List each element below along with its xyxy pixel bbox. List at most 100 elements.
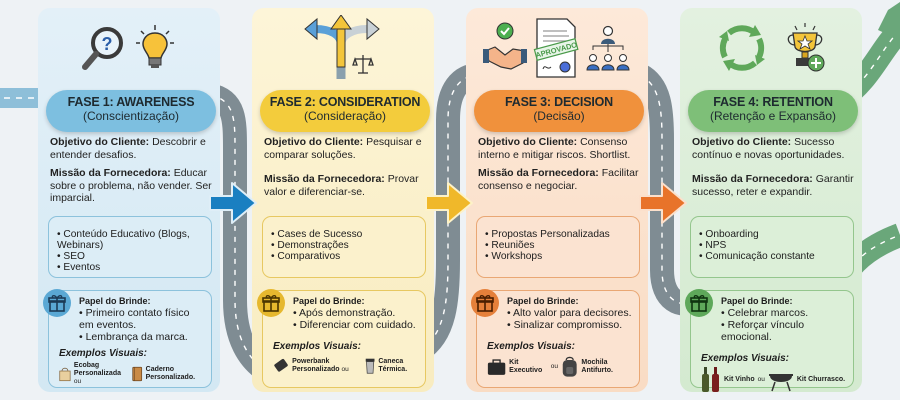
gift-icon — [685, 289, 713, 317]
gift-icon — [257, 289, 285, 317]
tactic-item: SEO — [57, 251, 203, 262]
phase-title: FASE 1: AWARENESS — [67, 95, 195, 109]
objective-label: Objetivo do Cliente: — [692, 136, 792, 148]
phase-4-icons — [680, 12, 862, 84]
gift-role-item: Diferenciar com cuidado. — [293, 319, 419, 331]
notebook-icon — [132, 366, 143, 382]
mission-text: Educar sobre o problema, não vender. Ser… — [50, 167, 212, 204]
phase-1-description: Objetivo do Cliente: Descobrir e entende… — [50, 136, 216, 211]
phase-3-description: Objetivo do Cliente: Consenso interno e … — [478, 136, 644, 198]
tactic-item: Eventos — [57, 262, 203, 273]
phase-title: FASE 2: CONSIDERATION — [269, 95, 421, 109]
phase-1-tactics: Conteúdo Educativo (Blogs, Webinars) SEO… — [48, 216, 212, 278]
svg-text:?: ? — [102, 34, 113, 54]
phase-1-icons: ? — [38, 12, 220, 84]
example-a: Powerbank Personalizado — [292, 358, 340, 373]
objective-label: Objetivo do Cliente: — [264, 136, 364, 148]
org-chart-icon — [586, 25, 630, 71]
gift-role-title: Papel do Brinde: — [507, 296, 579, 306]
arrow-phase1-to-phase2-icon — [209, 182, 257, 224]
mission-text: Garantir sucesso, reter e expandir. — [692, 173, 854, 198]
example-b: Caneca Térmica. — [378, 358, 408, 373]
phase-subtitle: (Decisão) — [533, 109, 585, 123]
tactic-item: Comunicação constante — [699, 251, 845, 262]
phase-3-panel: APROVADO FASE 3: DECISION (Decisão) Obje… — [466, 8, 648, 392]
phase-4-gift-box: Papel do Brinde: Celebrar marcos. Reforç… — [685, 289, 854, 392]
arrow-phase2-to-phase3-icon — [425, 182, 473, 224]
mission-label: Missão da Fornecedora: — [478, 167, 599, 179]
phase-2-header: FASE 2: CONSIDERATION (Consideração) — [260, 90, 430, 132]
crossroads-arrows-icon — [304, 15, 380, 79]
gift-role-item: Reforçar vínculo emocional. — [721, 319, 847, 343]
tactic-item: Conteúdo Educativo (Blogs, Webinars) — [57, 229, 203, 251]
tactic-item: Comparativos — [271, 251, 417, 262]
examples-title: Exemplos Visuais: — [487, 341, 575, 352]
phase-subtitle: (Consideração) — [303, 109, 387, 123]
phase-3-tactics: Propostas Personalizadas Reuniões Worksh… — [476, 216, 640, 278]
phase-title: FASE 4: RETENTION — [713, 95, 833, 109]
handshake-check-icon — [483, 22, 527, 70]
arrow-phase3-to-phase4-icon — [639, 182, 687, 224]
phase-4-header: FASE 4: RETENTION (Retenção e Expansão) — [688, 90, 858, 132]
example-a: Kit Executivo — [509, 359, 543, 374]
gift-role-title: Papel do Brinde: — [721, 296, 793, 306]
phase-1-gift-box: Papel do Brinde: Primeiro contato físico… — [43, 289, 212, 388]
phase-subtitle: (Retenção e Expansão) — [709, 109, 837, 123]
briefcase-icon — [487, 359, 506, 375]
objective-label: Objetivo do Cliente: — [478, 136, 578, 148]
gift-role-title: Papel do Brinde: — [79, 296, 151, 306]
tactic-item: Demonstrações — [271, 240, 417, 251]
mission-label: Missão da Fornecedora: — [264, 173, 385, 185]
gift-role-item: Lembrança da marca. — [79, 331, 205, 343]
magnifier-question-icon: ? — [82, 27, 123, 70]
phase-2-tactics: Cases de Sucesso Demonstrações Comparati… — [262, 216, 426, 278]
objective-text: Pesquisar e comparar soluções. — [264, 136, 422, 161]
mission-label: Missão da Fornecedora: — [50, 167, 171, 179]
gift-role-item: Após demonstração. — [293, 307, 419, 319]
gift-icon — [471, 289, 499, 317]
tactic-item: Workshops — [485, 251, 631, 262]
example-b: Kit Churrasco. — [796, 376, 846, 383]
phase-subtitle: (Conscientização) — [82, 109, 180, 123]
example-a: Kit Vinho — [724, 376, 755, 383]
example-b: Mochila Antifurto. — [581, 359, 613, 374]
gift-role-item: Alto valor para decisores. — [507, 307, 633, 319]
thermal-mug-icon — [365, 358, 375, 374]
trophy-plus-icon — [787, 23, 825, 72]
tactic-item: Reuniões — [485, 240, 631, 251]
phase-4-description: Objetivo do Cliente: Sucesso contínuo e … — [692, 136, 858, 204]
phase-2-icons — [252, 12, 434, 84]
mission-text: Facilitar consenso e negociar. — [478, 167, 639, 192]
cycle-arrows-icon — [719, 25, 765, 71]
phase-3-icons: APROVADO — [466, 12, 648, 84]
backpack-icon — [562, 356, 577, 377]
example-a: Ecobag Personalizada — [73, 362, 121, 377]
ecobag-icon — [59, 367, 71, 382]
tactic-item: Propostas Personalizadas — [485, 229, 631, 240]
gift-icon — [43, 289, 71, 317]
tactic-item: Cases de Sucesso — [271, 229, 417, 240]
connector-text: ou — [757, 376, 765, 383]
mission-label: Missão da Fornecedora: — [692, 173, 813, 185]
phase-3-header: FASE 3: DECISION (Decisão) — [474, 90, 644, 132]
phase-3-gift-box: Papel do Brinde: Alto valor para decisor… — [471, 289, 640, 388]
phase-1-header: FASE 1: AWARENESS (Conscientização) — [46, 90, 216, 132]
examples-title: Exemplos Visuais: — [273, 341, 361, 352]
phase-4-tactics: Onboarding NPS Comunicação constante — [690, 216, 854, 278]
connector-text: ou — [550, 363, 559, 370]
objective-text: Consenso interno e mitigar riscos. Short… — [478, 136, 631, 161]
connector-text: ou — [341, 366, 349, 373]
examples-title: Exemplos Visuais: — [59, 348, 147, 359]
example-b: Caderno Personalizado. — [145, 366, 196, 381]
lightbulb-icon — [136, 25, 174, 68]
barbecue-grill-icon — [768, 374, 793, 392]
phase-2-gift-box: Papel do Brinde: Após demonstração. Dife… — [257, 289, 426, 388]
objective-label: Objetivo do Cliente: — [50, 136, 150, 148]
examples-row: Powerbank Personalizado ou Caneca Térmic… — [273, 355, 419, 377]
phase-1-panel: ? FASE 1: AWARENESS (Conscientização) Ob… — [38, 8, 220, 392]
wine-bottles-icon — [702, 367, 719, 392]
phase-4-panel: FASE 4: RETENTION (Retenção e Expansão) … — [680, 8, 862, 392]
tactic-item: NPS — [699, 240, 845, 251]
phase-title: FASE 3: DECISION — [505, 95, 613, 109]
